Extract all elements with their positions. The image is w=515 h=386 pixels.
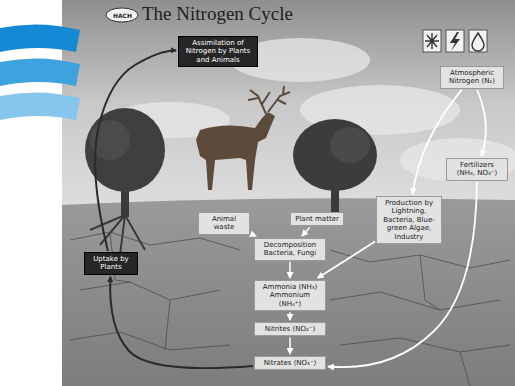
box-label: Nitrites (NO₂⁻) [258, 325, 322, 333]
box-label: Uptake by Plants [88, 255, 134, 272]
box-label: Animal waste [202, 215, 246, 232]
cycle-arrow [251, 234, 256, 236]
right-tree [293, 119, 377, 214]
box-label: Plant matter [294, 215, 340, 223]
process-box: Ammonia (NH₃) Ammonium (NH₄⁺) [254, 280, 326, 311]
process-box: Atmospheric Nitrogen (N₂) [440, 66, 504, 89]
elk [196, 86, 290, 190]
cycle-arrow [289, 337, 291, 354]
blue-swooshes [0, 24, 80, 120]
diagram-title: The Nitrogen Cycle [142, 3, 293, 25]
box-label: Production by Lightning, Bacteria, Blue-… [380, 199, 438, 241]
cycle-arrow [110, 277, 253, 368]
logo-oval [106, 8, 138, 22]
box-label: Ammonia (NH₃) Ammonium (NH₄⁺) [258, 283, 322, 308]
process-box: Decomposition Bacteria, Fungi [254, 238, 326, 261]
process-box: Uptake by Plants [84, 252, 138, 275]
process-box: Animal waste [198, 212, 250, 235]
box-label: Fertilizers (NH₃, NO₃⁻) [450, 161, 504, 178]
process-box: Production by Lightning, Bacteria, Blue-… [376, 196, 442, 244]
logo-text: HACH [107, 9, 138, 22]
box-label: Atmospheric Nitrogen (N₂) [444, 69, 500, 86]
cycle-arrow [477, 90, 486, 156]
cycle-arrow [95, 50, 176, 251]
box-label: Nitrates (NO₃⁻) [258, 359, 322, 367]
process-box: Nitrates (NO₃⁻) [254, 356, 326, 370]
sky [62, 0, 515, 210]
weather-icons [423, 30, 487, 52]
process-box: Assimilation of Nitrogen by Plants and A… [178, 36, 258, 67]
cycle-arrow [318, 242, 375, 278]
process-box: Nitrites (NO₂⁻) [254, 322, 326, 336]
box-label: Assimilation of Nitrogen by Plants and A… [182, 39, 254, 64]
process-box: Plant matter [290, 212, 344, 226]
cracked-earth [62, 198, 515, 386]
ground-cracks [70, 232, 510, 386]
cycle-arrow [289, 262, 291, 278]
cycle-arrow [302, 227, 310, 236]
cycle-arrow [289, 312, 291, 320]
cycle-arrow [328, 182, 477, 367]
box-label: Decomposition Bacteria, Fungi [258, 241, 322, 258]
process-box: Fertilizers (NH₃, NO₃⁻) [446, 158, 508, 181]
